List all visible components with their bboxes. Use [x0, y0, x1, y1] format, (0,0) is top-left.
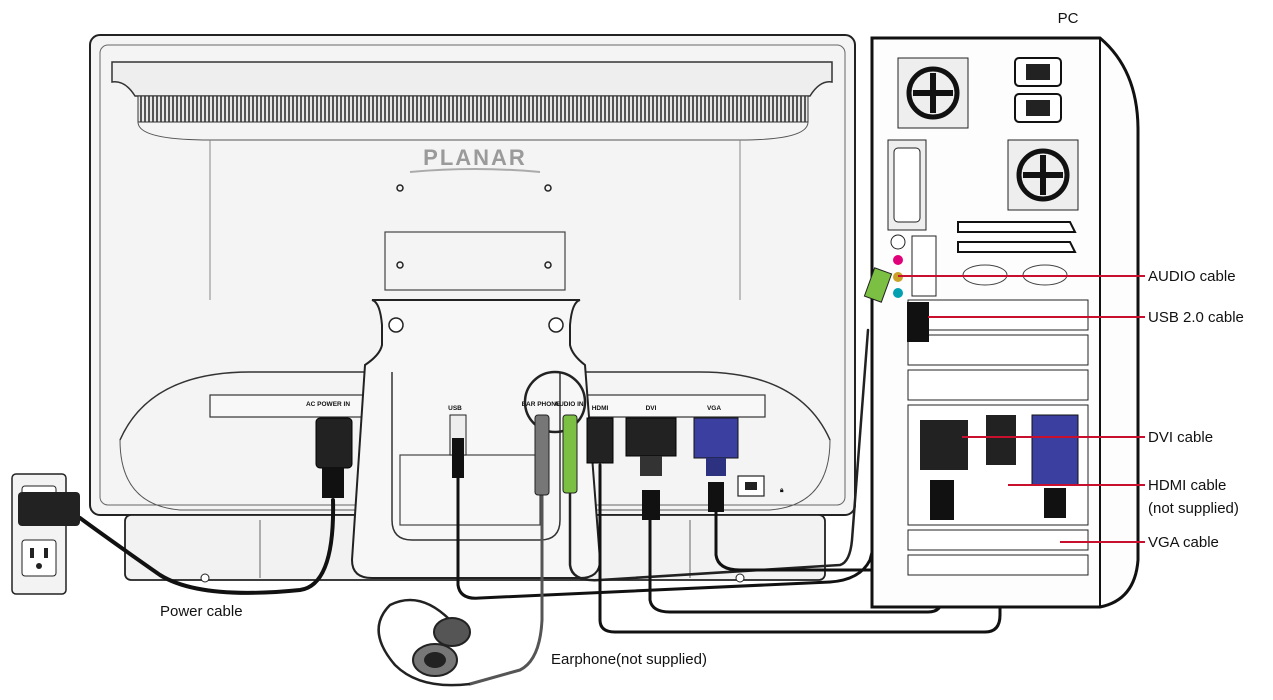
usb-cable-label: USB 2.0 cable: [1148, 309, 1244, 326]
wall-outlet: [12, 474, 80, 594]
vga-connector: [694, 418, 738, 458]
hdmi-cable-label: HDMI cable: [1148, 477, 1226, 494]
earphone: [379, 600, 470, 685]
port-label-vga: VGA: [707, 405, 721, 412]
pc-hdmi-connector: [986, 415, 1016, 465]
monitor-back: PLANAR 🔒︎ AC POWER IN USB EAR PHONE AUDI…: [90, 35, 855, 582]
pc-tower: [864, 38, 1138, 607]
port-label-hdmi: HDMI: [592, 405, 609, 412]
hdmi-connector: [587, 418, 613, 463]
pc-usb-connector: [907, 302, 929, 342]
power-cable-label: Power cable: [160, 603, 243, 620]
lock-icon: 🔒︎: [780, 487, 784, 494]
port-label-usb: USB: [448, 405, 462, 412]
port-label-dvi: DVI: [646, 405, 657, 412]
vga-cable-label: VGA cable: [1148, 534, 1219, 551]
dvi-cable-label: DVI cable: [1148, 429, 1213, 446]
earphone-label: Earphone(not supplied): [551, 651, 707, 668]
audio-plug: [563, 415, 577, 493]
ventilation-grille: [138, 96, 808, 122]
brand-logo: PLANAR: [423, 145, 527, 170]
pc-dvi-connector: [920, 420, 968, 470]
port-label-power: AC POWER IN: [306, 401, 350, 408]
port-label-audio-in: AUDIO IN: [554, 401, 584, 408]
dvi-connector: [626, 418, 676, 456]
audio-cable-label: AUDIO cable: [1148, 268, 1236, 285]
pc-label: PC: [1058, 10, 1079, 27]
hdmi-cable-note: (not supplied): [1148, 500, 1239, 517]
earphone-plug: [535, 415, 549, 495]
pc-vga-connector: [1032, 415, 1078, 485]
power-connector: [316, 418, 352, 468]
